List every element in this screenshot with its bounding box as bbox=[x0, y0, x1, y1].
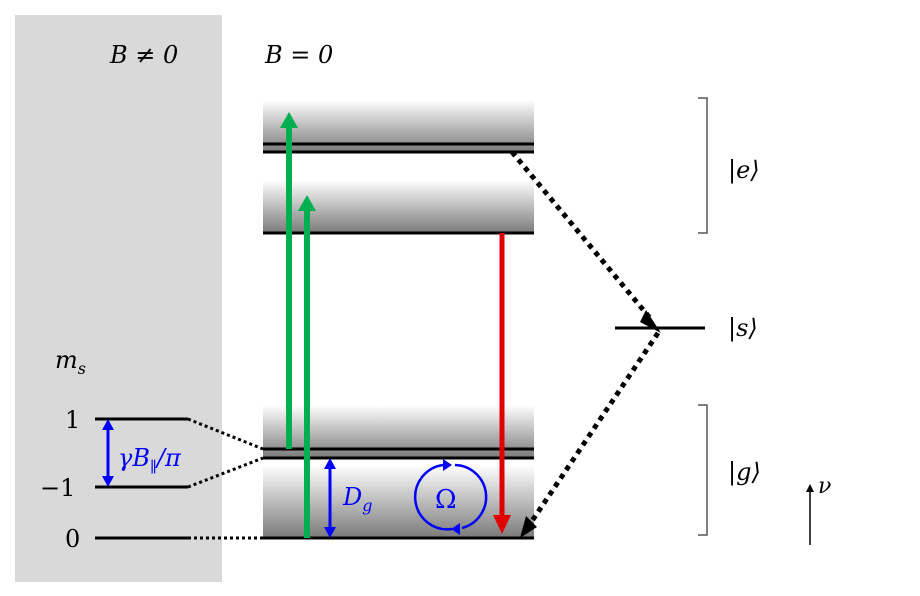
singlet-state-label: |s⟩ bbox=[728, 314, 758, 343]
zfs-label: Dg bbox=[342, 483, 373, 515]
green-excitation-arrow-1 bbox=[280, 112, 298, 449]
energy-levels bbox=[95, 142, 705, 540]
b-zero-header: B = 0 bbox=[264, 41, 333, 69]
isc-arrowhead-ground bbox=[520, 516, 537, 538]
ground-state-label: |g⟩ bbox=[728, 458, 761, 487]
zero-field-splitting-arrow bbox=[324, 458, 336, 538]
green-excitation-arrow-2 bbox=[298, 195, 316, 538]
frequency-axis-label: ν bbox=[818, 474, 831, 499]
excited-state-bracket bbox=[698, 97, 708, 234]
excited-state-label: |e⟩ bbox=[728, 156, 760, 185]
level-label-minus-one: −1 bbox=[40, 474, 75, 502]
rabi-label: Ω bbox=[435, 485, 457, 515]
level-label-zero: 0 bbox=[65, 525, 80, 553]
rabi-rotation-icon bbox=[413, 459, 488, 535]
spin-label: ms bbox=[55, 346, 86, 378]
intersystem-crossing-path bbox=[510, 150, 661, 529]
frequency-axis-arrow bbox=[806, 484, 814, 545]
zeeman-splitting-arrow bbox=[102, 419, 114, 487]
red-emission-arrow bbox=[493, 233, 511, 534]
level-connectors bbox=[187, 417, 264, 540]
b-nonzero-header: B ≠ 0 bbox=[109, 41, 178, 69]
level-label-plus-one: 1 bbox=[65, 406, 80, 434]
ground-state-bracket bbox=[698, 404, 708, 536]
ground-band-lower bbox=[263, 465, 534, 538]
isc-arrowhead-singlet bbox=[640, 310, 661, 333]
zeeman-label: γB∥/π bbox=[118, 444, 182, 476]
